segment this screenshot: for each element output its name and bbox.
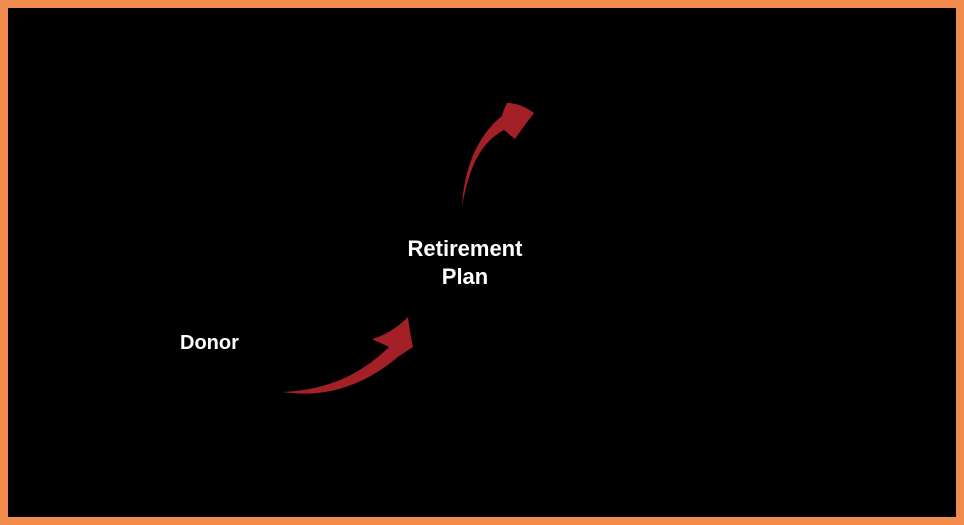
arrow-donor-to-retirement-plan-icon — [283, 317, 413, 394]
arrow-retirement-plan-upward-icon — [462, 103, 534, 207]
node-label-retirement-plan: Retirement Plan — [407, 236, 523, 289]
node-label-donor: Donor — [180, 332, 239, 354]
